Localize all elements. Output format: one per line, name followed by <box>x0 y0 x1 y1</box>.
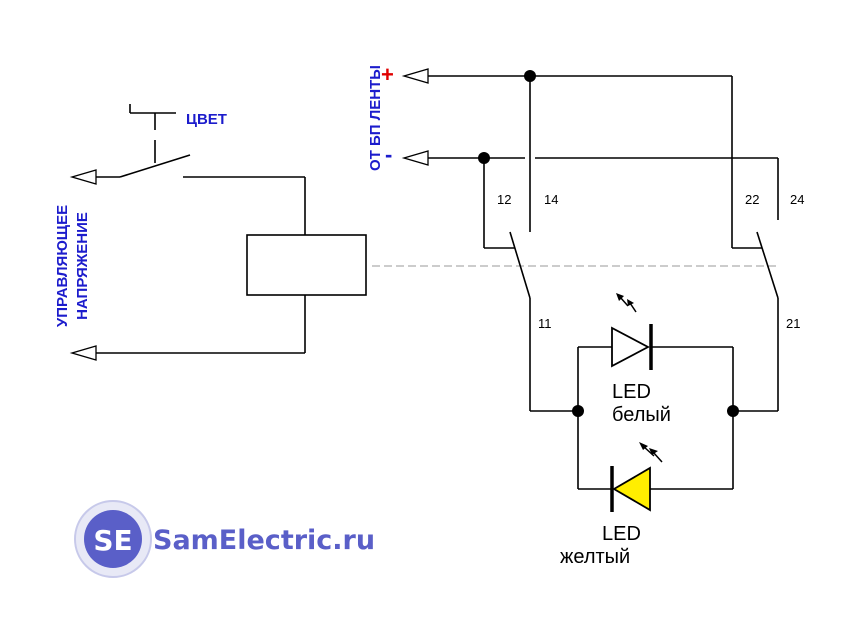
led-white-light-icon <box>616 293 637 313</box>
minus-rail <box>401 150 779 248</box>
logo-badge <box>84 510 142 568</box>
led-bridge-wires <box>572 346 739 490</box>
power-source-label: ОТ БП ЛЕНТЫ <box>367 65 384 171</box>
input-arrow-top <box>69 169 97 185</box>
plus-sign: + <box>381 62 394 87</box>
logo-letters: SE <box>93 524 132 557</box>
control-voltage-line1: УПРАВЛЯЮЩЕЕ <box>54 205 71 327</box>
led-white-body <box>611 326 650 368</box>
junction-left <box>572 405 584 417</box>
led-white-label-2: белый <box>612 404 671 426</box>
relay-contact-2 <box>731 157 779 412</box>
control-voltage-label: УПРАВЛЯЮЩЕЕ НАПРЯЖЕНИЕ <box>54 205 91 327</box>
junction-plus <box>524 70 536 82</box>
led-yellow-light-icon <box>639 442 663 463</box>
brand-name: SamElectric.ru <box>153 525 375 556</box>
plus-arrow <box>401 68 429 84</box>
led-yellow-body <box>612 466 651 512</box>
pin-24: 24 <box>790 192 804 207</box>
color-button-label: ЦВЕТ <box>186 111 227 128</box>
relay-contact-1 <box>484 231 578 412</box>
pin-11: 11 <box>538 316 552 331</box>
color-push-button <box>119 104 191 178</box>
relay-coil <box>246 234 367 296</box>
control-wire-top <box>69 169 306 235</box>
led-white <box>611 293 653 370</box>
pin-21: 21 <box>786 316 800 331</box>
control-wire-bottom <box>69 295 306 361</box>
pin-22: 22 <box>745 192 759 207</box>
led-yellow-label-1: LED <box>602 523 641 545</box>
plus-rail <box>401 68 733 232</box>
led-yellow <box>610 442 663 512</box>
input-arrow-bottom <box>69 345 97 361</box>
pin-14: 14 <box>544 192 558 207</box>
led-yellow-label-2: желтый <box>560 546 630 568</box>
minus-arrow <box>401 150 429 166</box>
junction-minus <box>478 152 490 164</box>
svg-text:ОТ БП ЛЕНТЫ: ОТ БП ЛЕНТЫ <box>367 65 384 171</box>
pin-12: 12 <box>497 192 511 207</box>
minus-sign: - <box>385 142 392 167</box>
samelectric-logo: SE <box>74 500 152 578</box>
junction-right <box>727 405 739 417</box>
control-voltage-line2: НАПРЯЖЕНИЕ <box>74 212 91 320</box>
led-white-label-1: LED <box>612 381 651 403</box>
